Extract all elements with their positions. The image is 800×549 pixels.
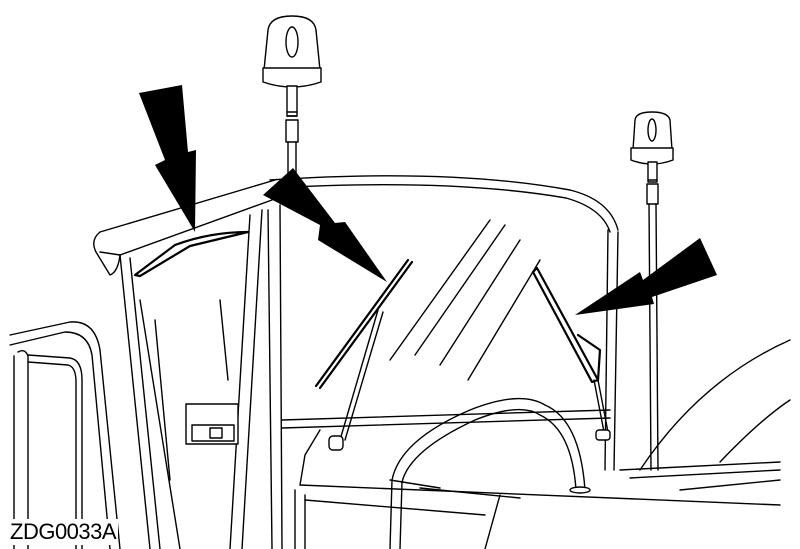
windshield-lower-frame xyxy=(281,409,611,429)
center-windshield-wiper xyxy=(314,258,414,451)
left-grab-rail xyxy=(9,321,121,549)
windshield-reflections xyxy=(389,219,541,381)
cab-roof xyxy=(93,175,619,276)
right-windshield-wiper xyxy=(531,266,611,441)
grab-handle-rail xyxy=(389,397,591,549)
hood-and-dashboard xyxy=(294,339,791,549)
center-wiper-callout-arrow-icon xyxy=(263,168,387,282)
left-side-wiper xyxy=(133,230,250,278)
right-wiper-callout-arrow-icon xyxy=(575,238,717,315)
left-wiper-callout-arrow-icon xyxy=(139,85,196,232)
figure-id-label: ZDG0033A xyxy=(10,519,119,545)
beacon-light-right xyxy=(630,111,674,471)
cab-pillars xyxy=(119,204,619,549)
beacon-light-left xyxy=(262,15,322,179)
door-handle xyxy=(185,403,239,445)
